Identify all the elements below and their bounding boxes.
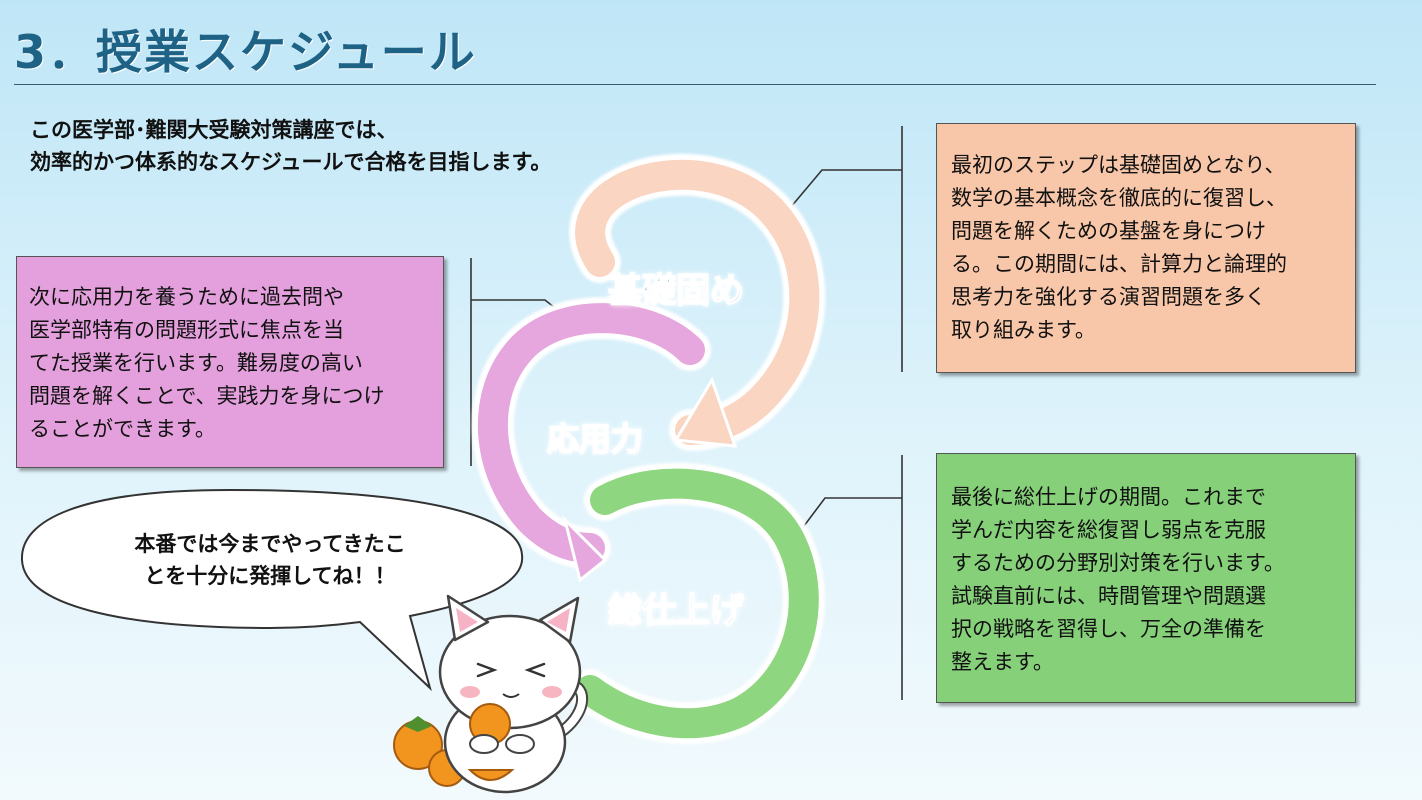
speech-bubble	[20, 488, 524, 692]
step-text-line: 思考力を強化する演習問題を多く	[951, 285, 1266, 309]
step-text-line: 試験直前には、時間管理や問題選	[951, 584, 1266, 608]
speech-bubble-line: とを十分に発揮してね！！	[144, 564, 396, 588]
step-text-line: 整えます。	[951, 650, 1054, 674]
intro-line: この医学部･難関大受験対策講座では、	[30, 118, 398, 142]
step-box-kiso: 最初のステップは基礎固めとなり、 数学の基本概念を徹底的に復習し、 問題を解くた…	[936, 123, 1356, 373]
step-text-line: 最後に総仕上げの期間。これまで	[951, 485, 1266, 509]
step-text-line: 最初のステップは基礎固めとなり、	[951, 153, 1286, 177]
step-text-line: 数学の基本概念を徹底的に復習し、	[951, 186, 1287, 210]
cycle-arrow-oyo	[471, 297, 711, 583]
cycle-arrow-sou	[569, 462, 825, 745]
cycle-label-oyo: 応用力	[547, 420, 643, 458]
page-title: 3．授業スケジュール	[14, 25, 477, 79]
intro-text: この医学部･難関大受験対策講座では、 効率的かつ体系的なスケジュールで合格を目指…	[30, 114, 730, 178]
cycle-label-kiso: 基礎固め	[608, 271, 744, 311]
cycle-label-sou: 総仕上げ	[608, 591, 744, 631]
step-text-line: 医学部特有の問題形式に焦点を当	[29, 318, 344, 342]
title-divider	[14, 84, 1376, 85]
cycle-arrow-kiso	[569, 153, 826, 451]
step-text-line: 択の戦略を習得し、万全の準備を	[951, 617, 1266, 641]
speech-bubble-text: 本番では今までやってきたこ とを十分に発揮してね！！	[70, 528, 470, 592]
cat-illustration	[393, 594, 589, 794]
step-text-line: ることができます。	[29, 417, 216, 441]
step-text-line: 学んだ内容を総復習し弱点を克服	[951, 518, 1266, 542]
step-text-line: 問題を解くための基盤を身につけ	[951, 219, 1266, 243]
step-text-line: てた授業を行います。難易度の高い	[29, 351, 363, 375]
step-text-line: するための分野別対策を行います。	[951, 551, 1285, 575]
step-text-line: る。この期間には、計算力と論理的	[951, 252, 1287, 276]
speech-bubble-line: 本番では今までやってきたこ	[134, 532, 406, 556]
step-text-line: 取り組みます。	[951, 318, 1096, 342]
intro-line: 効率的かつ体系的なスケジュールで合格を目指します。	[30, 150, 552, 174]
step-box-sou: 最後に総仕上げの期間。これまで 学んだ内容を総復習し弱点を克服 するための分野別…	[936, 453, 1356, 703]
step-text-line: 次に応用力を養うために過去問や	[29, 285, 344, 309]
step-text-line: 問題を解くことで、実践力を身につけ	[29, 384, 385, 408]
step-box-oyo: 次に応用力を養うために過去問や 医学部特有の問題形式に焦点を当 てた授業を行いま…	[16, 256, 444, 468]
